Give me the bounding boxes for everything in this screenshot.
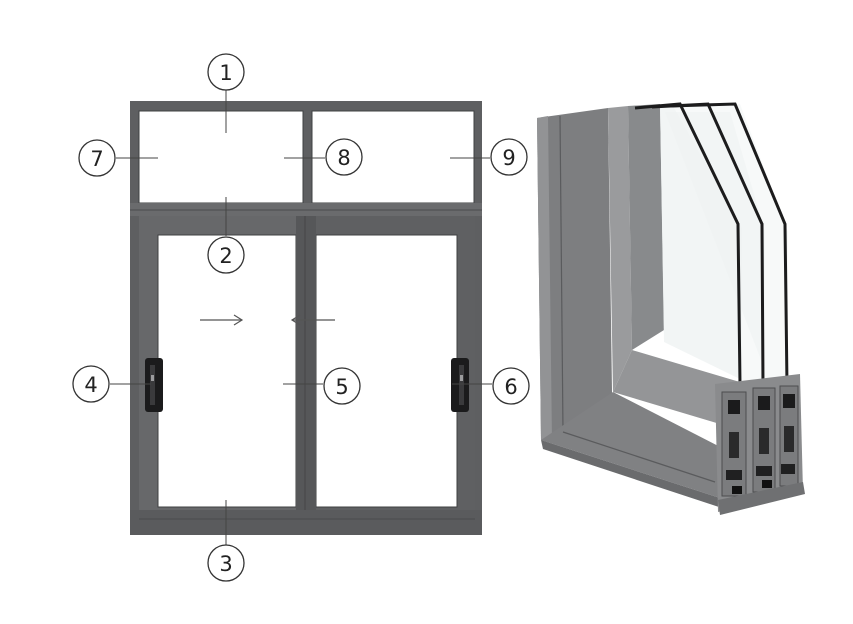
- callout-7: 7: [78, 139, 116, 177]
- jamb-depth: [608, 106, 632, 392]
- callout-label: 9: [502, 146, 515, 170]
- callout-label: 8: [337, 146, 350, 170]
- callout-1: 1: [207, 53, 245, 91]
- callout-label: 3: [219, 552, 232, 576]
- transom-glass-left: [138, 110, 304, 204]
- left-arrow-icon: [290, 314, 335, 326]
- callout-3: 3: [207, 544, 245, 582]
- callout-4: 4: [72, 365, 110, 403]
- callout-label: 6: [504, 375, 517, 399]
- sash-handle-icon: [451, 358, 469, 412]
- callout-label: 4: [84, 373, 97, 397]
- frame-face-bottom-edge: [541, 440, 722, 508]
- callout-5: 5: [323, 367, 361, 405]
- right-arrow-icon: [200, 314, 244, 326]
- frame-face-vertical: [537, 108, 613, 462]
- frame-face-vertical-edge: [537, 116, 552, 443]
- callout-label: 7: [90, 147, 103, 171]
- jamb-inner: [628, 104, 664, 350]
- callout-6: 6: [492, 367, 530, 405]
- left-sash-glass: [157, 234, 297, 508]
- profile-section: [715, 374, 805, 515]
- callout-label: 5: [335, 375, 348, 399]
- glazing-edges: [634, 102, 789, 386]
- callout-label: 1: [219, 61, 232, 85]
- callout-2: 2: [207, 236, 245, 274]
- leader-lines: [110, 90, 492, 545]
- profile-cutaway: [537, 102, 805, 515]
- interlock-mullion: [296, 216, 316, 527]
- callout-label: 2: [219, 244, 232, 268]
- bottom-track: [130, 510, 482, 535]
- callout-8: 8: [325, 138, 363, 176]
- window-elevation: [130, 101, 482, 535]
- glass-pane-inner: [660, 104, 742, 380]
- sash-handle-icon: [145, 358, 163, 412]
- callout-9: 9: [490, 138, 528, 176]
